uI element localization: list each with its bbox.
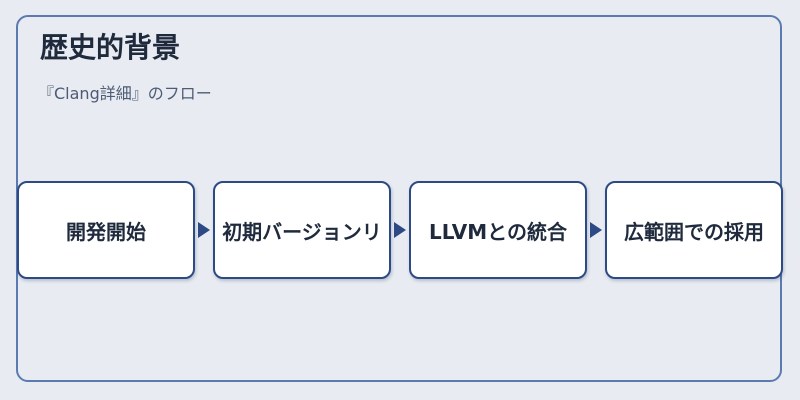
flow-arrow-icon (394, 222, 406, 238)
flow-step-label: LLVMとの統合 (429, 219, 567, 244)
flow-step-4: 広範囲での採用 (605, 181, 783, 279)
flow-step-label: 開発開始 (66, 219, 146, 244)
flow-arrow-icon (198, 222, 210, 238)
diagram-title: 歴史的背景 (40, 31, 181, 64)
flow-step-3: LLVMとの統合 (409, 181, 587, 279)
diagram-subtitle: 『Clang詳細』のフロー (38, 84, 212, 103)
flow-arrow-icon (590, 222, 602, 238)
flow-step-label: 初期バージョンリ (222, 219, 382, 244)
flow-step-1: 開発開始 (17, 181, 195, 279)
flow-step-2: 初期バージョンリ (213, 181, 391, 279)
flow-step-label: 広範囲での採用 (624, 219, 764, 244)
